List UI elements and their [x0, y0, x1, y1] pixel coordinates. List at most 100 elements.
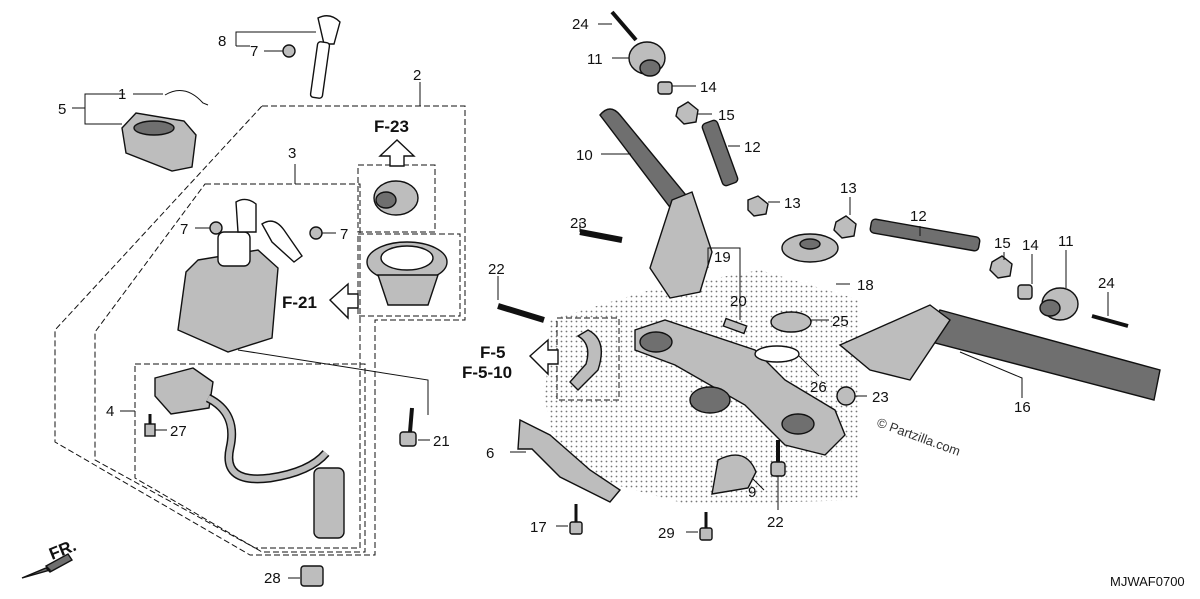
label-5: 5 — [58, 101, 66, 118]
label-23-right: 23 — [872, 389, 889, 406]
label-19: 19 — [714, 249, 731, 266]
bar-end-right-part[interactable] — [1039, 287, 1079, 321]
bushing-14-right-part[interactable] — [1017, 284, 1033, 300]
bolt-23-left-part[interactable] — [579, 229, 623, 243]
label-3: 3 — [288, 145, 296, 162]
front-direction-arrow-icon — [21, 553, 74, 579]
plate-20-part[interactable] — [722, 317, 748, 335]
o-ring-part[interactable] — [282, 44, 296, 58]
assembly-3-outline — [94, 183, 361, 549]
label-25: 25 — [832, 313, 849, 330]
label-8: 8 — [218, 33, 226, 50]
key-part[interactable] — [309, 15, 341, 99]
label-15-top: 15 — [718, 107, 735, 124]
direction-label: FR. — [46, 536, 79, 564]
label-7-top: 7 — [250, 43, 258, 60]
screw-29-part[interactable] — [699, 512, 713, 541]
o-ring-right-part[interactable] — [309, 226, 323, 240]
label-24-right: 24 — [1098, 275, 1115, 292]
label-13-right: 13 — [840, 180, 857, 197]
label-4: 4 — [106, 403, 114, 420]
washer-26-part[interactable] — [754, 345, 800, 363]
grommet-28-part[interactable] — [300, 565, 324, 587]
ref-f5-link[interactable]: F-5 — [480, 343, 506, 362]
label-16: 16 — [1014, 399, 1031, 416]
o-ring-left-part[interactable] — [209, 221, 223, 235]
bolt-22-bottom-part[interactable] — [770, 440, 786, 477]
ref-f23-link[interactable]: F-23 — [374, 117, 409, 136]
right-handlebar-part[interactable] — [838, 304, 1161, 401]
label-14-top: 14 — [700, 79, 717, 96]
label-2: 2 — [413, 67, 421, 84]
arrow-f5-icon — [528, 338, 559, 376]
label-12-top: 12 — [744, 139, 761, 156]
label-22-bottom: 22 — [767, 514, 784, 531]
leader-19 — [707, 247, 741, 320]
rod-12-right-part[interactable] — [869, 218, 981, 252]
ignition-switch-part[interactable] — [177, 198, 303, 353]
arrow-up-icon — [378, 139, 416, 167]
screw-17-part[interactable] — [569, 504, 583, 535]
leader-8 — [235, 31, 316, 47]
label-27: 27 — [170, 423, 187, 440]
bolt-23-right-part[interactable] — [836, 386, 856, 406]
label-13-top: 13 — [784, 195, 801, 212]
label-9: 9 — [748, 484, 756, 501]
leader-16 — [959, 351, 1023, 398]
rod-12-left-part[interactable] — [701, 119, 739, 187]
label-24-top: 24 — [572, 16, 589, 33]
bolt-21-part[interactable] — [399, 407, 417, 447]
nut-13-right-part[interactable] — [833, 215, 857, 239]
screw-24-right-part[interactable] — [1091, 314, 1129, 328]
bracket-6-part[interactable] — [517, 418, 622, 503]
lock-cylinder-part[interactable] — [373, 180, 419, 216]
switch-harness-part[interactable] — [154, 367, 345, 539]
label-6: 6 — [486, 445, 494, 462]
left-handlebar-part[interactable] — [599, 108, 713, 299]
label-7-left: 7 — [180, 221, 188, 238]
ignition-assembly-group — [54, 15, 466, 587]
top-bridge-part[interactable] — [634, 319, 846, 456]
leader-5 — [72, 93, 125, 125]
ref-f21-link[interactable]: F-21 — [282, 293, 317, 312]
label-11-top: 11 — [587, 51, 603, 68]
washer-25-part[interactable] — [770, 311, 812, 333]
stem-nut-part[interactable] — [781, 233, 839, 263]
label-1: 1 — [118, 86, 126, 103]
clip-part[interactable] — [164, 90, 209, 106]
clamp-9-part[interactable] — [711, 454, 757, 495]
nut-15-right-part[interactable] — [989, 255, 1013, 279]
leader-26 — [798, 355, 820, 377]
bar-end-left-part[interactable] — [628, 41, 666, 77]
bolt-22-left-part[interactable] — [497, 303, 545, 323]
label-7-right: 7 — [340, 226, 348, 243]
label-15-right: 15 — [994, 235, 1011, 252]
switch-cover-part[interactable] — [121, 112, 197, 172]
label-17: 17 — [530, 519, 547, 536]
watermark: © Partzilla.com — [875, 415, 962, 459]
label-20: 20 — [730, 293, 747, 310]
label-12-right: 12 — [910, 208, 927, 225]
arrow-left-icon — [328, 282, 359, 320]
screw-24-top-part[interactable] — [610, 10, 638, 42]
nut-13-left-part[interactable] — [747, 195, 769, 217]
fuel-cap-box — [357, 233, 461, 317]
ref-f510-link[interactable]: F-5-10 — [462, 363, 512, 382]
diagram-code: MJWAF0700 — [1110, 574, 1185, 589]
label-14-right: 14 — [1022, 237, 1039, 254]
nut-15-left-part[interactable] — [675, 101, 699, 125]
label-26: 26 — [810, 379, 827, 396]
leader-9 — [751, 477, 765, 491]
fuel-cap-part[interactable] — [366, 241, 448, 306]
leader-21 — [237, 349, 430, 441]
handlebar-assembly-group — [497, 10, 1161, 541]
label-11-right: 11 — [1058, 233, 1074, 250]
screw-27-part[interactable] — [144, 414, 156, 437]
label-28: 28 — [264, 570, 281, 587]
label-10: 10 — [576, 147, 593, 164]
label-23-left: 23 — [570, 215, 587, 232]
hose-guide-part[interactable] — [569, 329, 602, 391]
bushing-14-left-part[interactable] — [657, 81, 673, 95]
label-21: 21 — [433, 433, 450, 450]
